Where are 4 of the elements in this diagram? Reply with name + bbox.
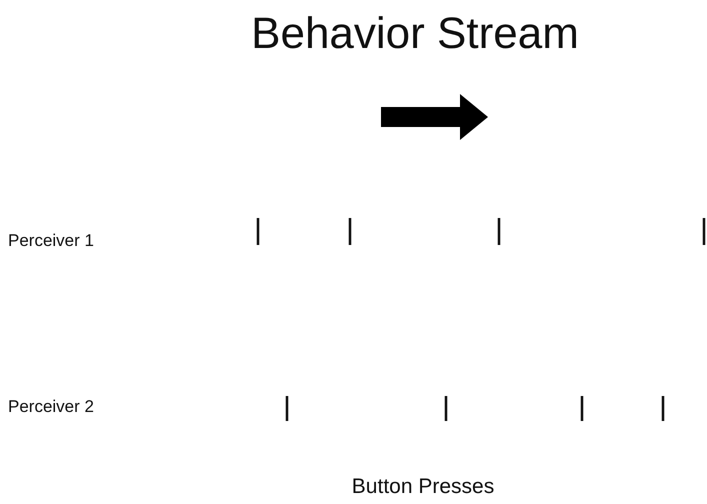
row-label: Perceiver 2	[8, 396, 94, 418]
title: Behavior Stream	[250, 8, 580, 60]
axis-caption: Button Presses	[350, 474, 496, 500]
row-label: Perceiver 1	[8, 230, 94, 252]
